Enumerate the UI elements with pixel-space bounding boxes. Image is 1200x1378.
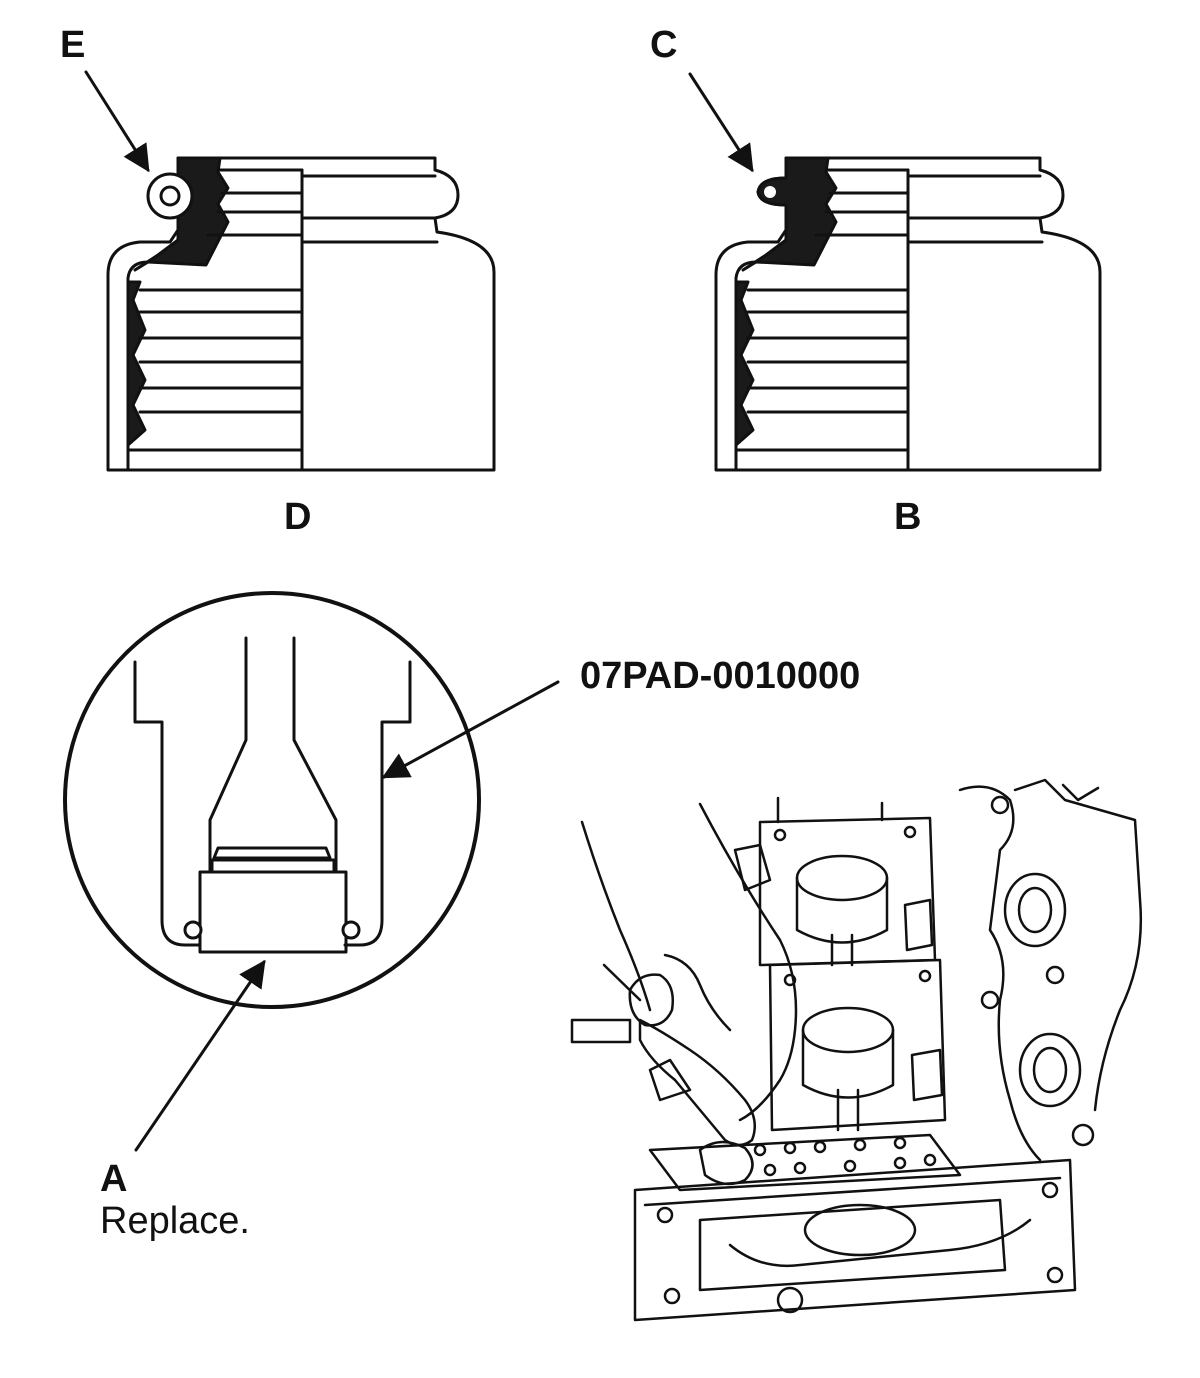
a-leader-arrow — [134, 959, 266, 1152]
tool-number-label: 07PAD-0010000 — [580, 655, 861, 697]
seal-b-illustration — [714, 156, 1102, 472]
e-leader-arrow — [84, 70, 150, 173]
tool-leader-arrow — [381, 680, 560, 779]
callout-a: A — [100, 1158, 128, 1200]
callout-a-note: Replace. — [100, 1200, 250, 1242]
callout-c: C — [650, 24, 678, 66]
seal-d-illustration — [106, 156, 496, 472]
c-leader-arrow — [688, 72, 754, 173]
callout-e: E — [60, 24, 86, 66]
engine-assembly-illustration — [570, 778, 1143, 1322]
callout-d: D — [284, 496, 312, 538]
callout-b: B — [894, 496, 922, 538]
tool-detail-circle — [63, 591, 481, 1009]
